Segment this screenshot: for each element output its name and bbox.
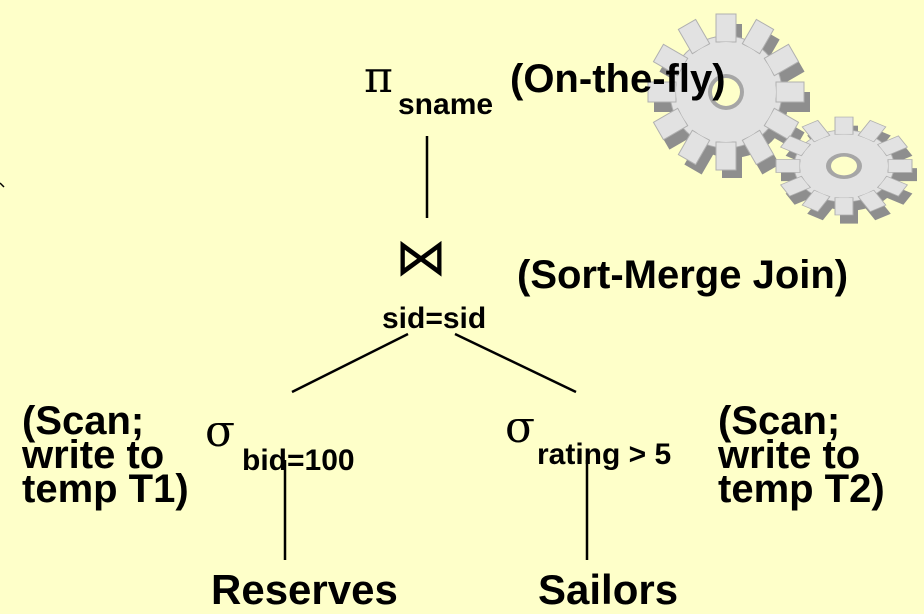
projection-symbol: π [364, 52, 393, 103]
right-select-symbol: σ [505, 402, 536, 453]
projection-subscript: sname [398, 88, 494, 121]
left-annotation-line-2: write to [22, 433, 165, 477]
gear-icon-small [775, 116, 917, 224]
right-annotation-line-3: temp T2) [718, 467, 885, 511]
edge-join-left-select [291, 332, 409, 394]
join-condition: sid=sid [382, 302, 487, 335]
projection-annotation: (On-the-fly) [510, 57, 726, 101]
join-annotation: (Sort-Merge Join) [517, 253, 849, 297]
right-select-annotation: (Scan; write to temp T2) [718, 399, 885, 511]
left-select-subscript: bid=100 [242, 444, 355, 477]
relation-reserves: Reserves [211, 566, 398, 613]
edge-stub-left [0, 182, 5, 188]
left-select-symbol: σ [205, 406, 236, 457]
right-annotation-line-2: write to [718, 433, 861, 477]
right-select-subscript: rating > 5 [537, 438, 672, 471]
right-annotation-line-1: (Scan; [718, 399, 841, 443]
edge-join-right-select [454, 332, 577, 394]
left-select-annotation: (Scan; write to temp T1) [22, 399, 189, 511]
join-symbol: ⋈ [395, 228, 447, 288]
relation-sailors: Sailors [538, 566, 679, 613]
left-annotation-line-1: (Scan; [22, 399, 145, 443]
left-annotation-line-3: temp T1) [22, 467, 189, 511]
